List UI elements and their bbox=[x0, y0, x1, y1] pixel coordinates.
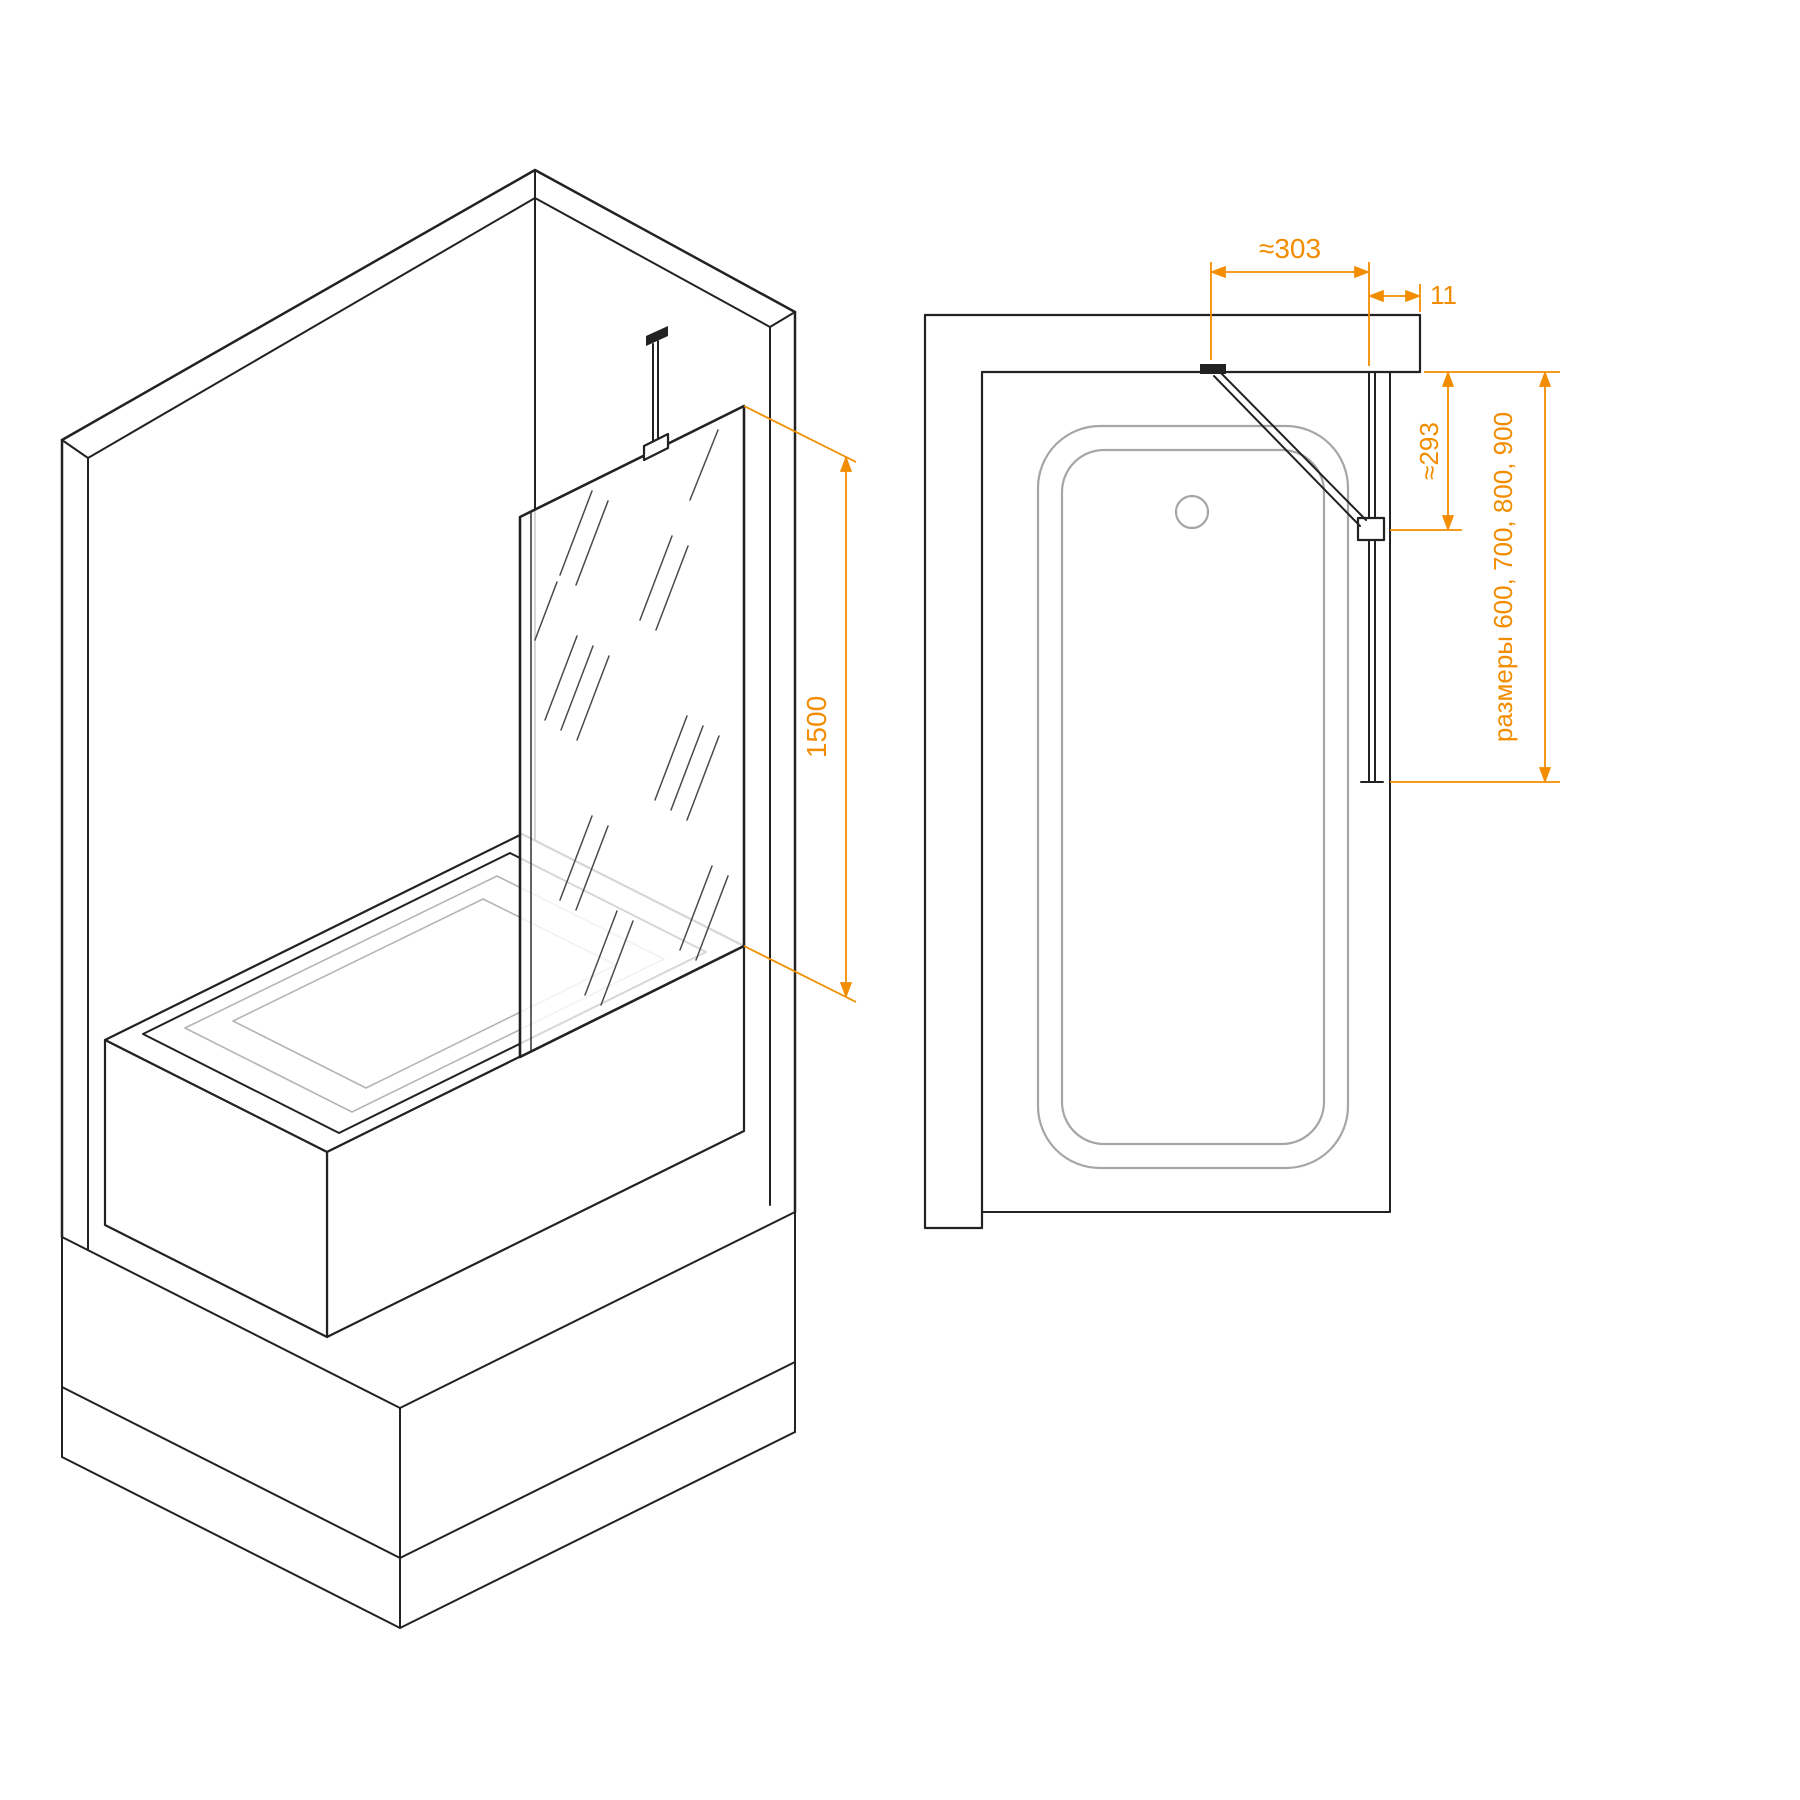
support-rod bbox=[642, 326, 670, 462]
available-sizes-dimension-label: размеры 600, 700, 800, 900 bbox=[1488, 412, 1518, 742]
top-span-dimension-label: ≈303 bbox=[1259, 233, 1321, 264]
dimension-available-sizes: размеры 600, 700, 800, 900 bbox=[1390, 370, 1560, 784]
edge-gap-dimension-label: 11 bbox=[1430, 280, 1457, 310]
dimension-edge-gap: 11 bbox=[1367, 280, 1457, 312]
dimension-top-span: ≈303 bbox=[1209, 233, 1371, 366]
isometric-view: 1500 bbox=[60, 168, 857, 1629]
brace-wall-anchor bbox=[1200, 364, 1226, 374]
plan-bathtub bbox=[1036, 424, 1350, 1170]
plan-bath-niche bbox=[981, 371, 1391, 1213]
dimension-side-depth: ≈293 bbox=[1390, 370, 1560, 532]
drain-circle bbox=[1174, 494, 1210, 530]
room-walls bbox=[60, 168, 797, 1251]
glass-clamp bbox=[1356, 516, 1386, 542]
side-depth-dimension-label: ≈293 bbox=[1414, 422, 1444, 480]
floor-slab bbox=[61, 1211, 796, 1629]
glass-height-dimension-label: 1500 bbox=[801, 696, 832, 758]
plan-glass-screen bbox=[1356, 371, 1386, 783]
dimension-glass-height: 1500 bbox=[743, 405, 857, 1003]
plan-view: ≈303 11 ≈293 размеры 600, 700, 800, 900 bbox=[923, 233, 1560, 1230]
glass-panel bbox=[518, 404, 746, 1059]
glass-shine-hatching bbox=[534, 429, 729, 1006]
plan-walls bbox=[923, 313, 1422, 1230]
plan-support-brace bbox=[1200, 364, 1367, 527]
